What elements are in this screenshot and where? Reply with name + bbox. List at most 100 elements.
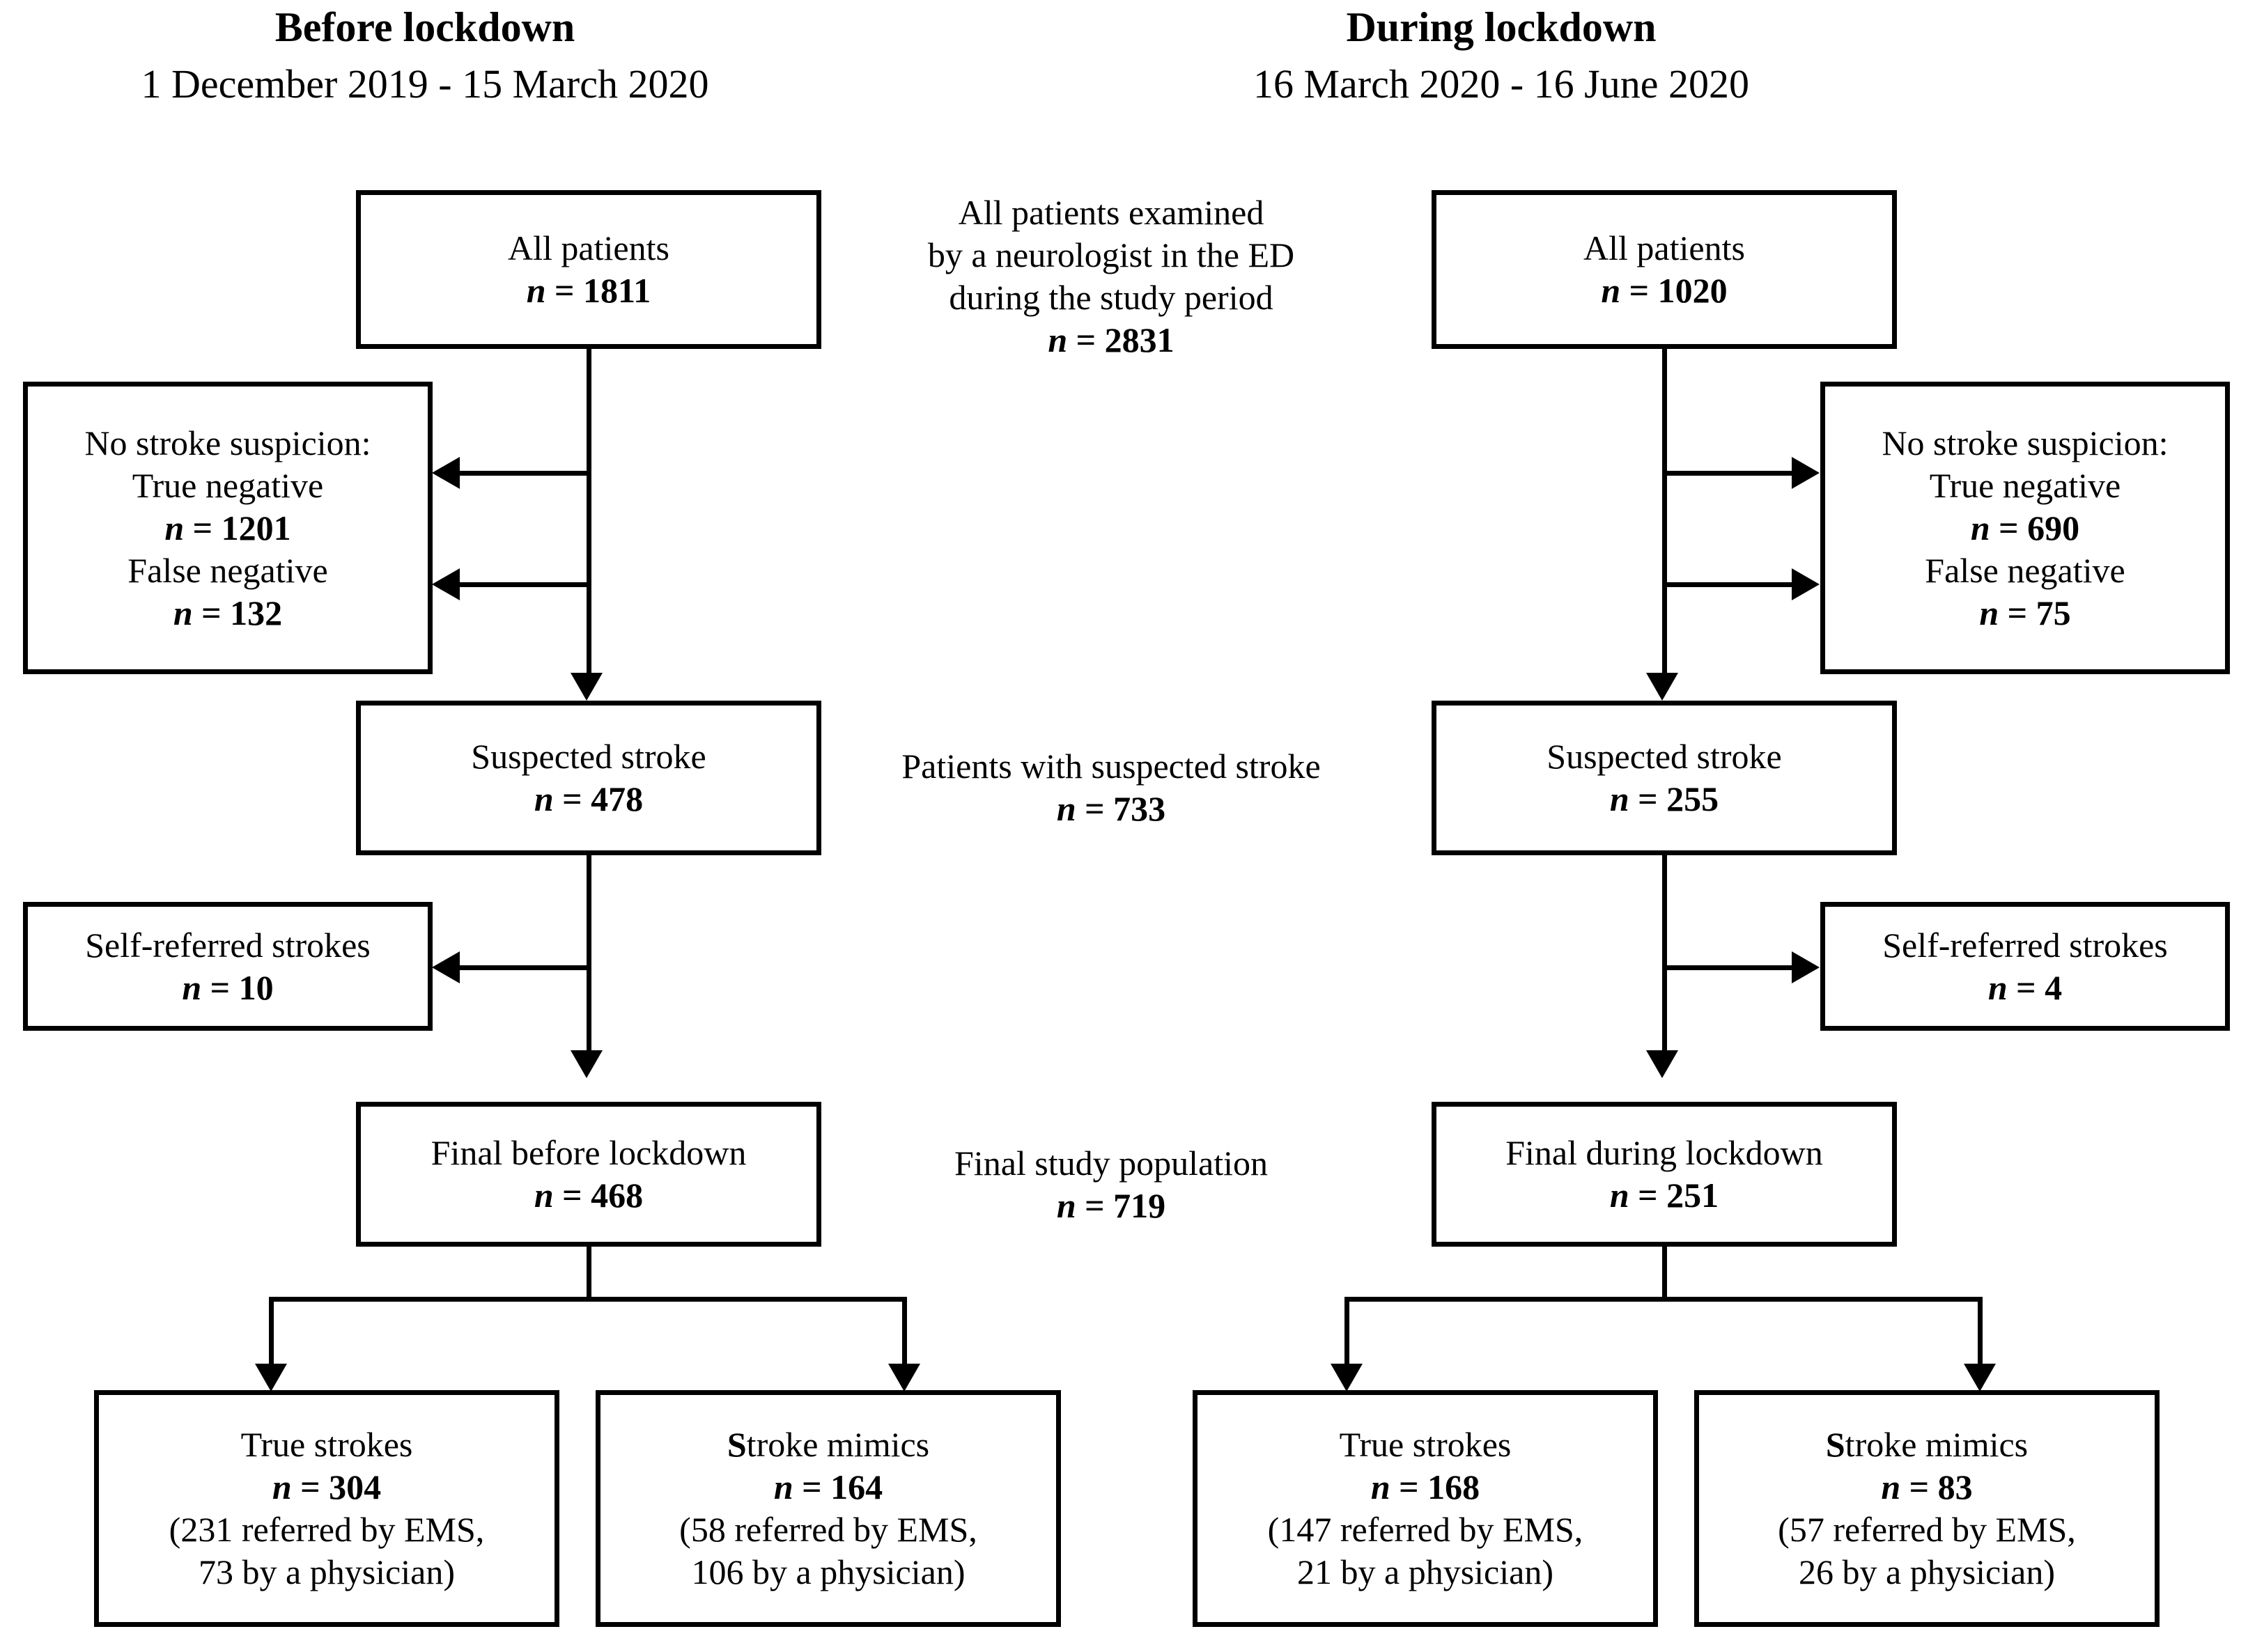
box-before-self-referred-n: n = 10	[182, 967, 274, 1007]
column-header-before-subtitle: 1 December 2019 - 15 March 2020	[141, 61, 709, 107]
box-during-all-patients-label: All patients	[1583, 228, 1745, 267]
box-during-false-negative-n: n = 75	[1979, 593, 2071, 632]
box-before-false-negative-label: False negative	[127, 550, 328, 590]
box-during-stroke-mimics-detail-2: 26 by a physician)	[1799, 1552, 2055, 1591]
connector-before-fork-left-drop	[269, 1297, 274, 1364]
box-before-true-negative-label: True negative	[132, 465, 324, 505]
center-note-suspected: Patients with suspected stroke n = 733	[846, 745, 1376, 830]
box-during-suspected-stroke: Suspected stroke n = 255	[1432, 701, 1897, 855]
connector-before-fork-stem	[587, 1247, 591, 1297]
column-header-during-title: During lockdown	[1346, 4, 1657, 50]
box-during-no-suspicion-heading: No stroke suspicion:	[1882, 423, 2169, 462]
box-during-self-referred: Self-referred strokes n = 4	[1820, 902, 2230, 1031]
box-during-true-strokes: True strokes n = 168 (147 referred by EM…	[1193, 1390, 1658, 1627]
arrow-during-allpatients-to-suspected	[1646, 673, 1678, 701]
column-header-before-title: Before lockdown	[274, 4, 575, 50]
arrow-during-to-true-strokes	[1331, 1364, 1363, 1392]
arrow-during-selfreferred	[1792, 951, 1820, 983]
arrow-during-to-stroke-mimics	[1964, 1364, 1996, 1392]
box-before-stroke-mimics-n: n = 164	[773, 1467, 883, 1506]
connector-during-selfreferred	[1662, 965, 1792, 970]
box-before-stroke-mimics-detail-1: (58 referred by EMS,	[679, 1510, 977, 1549]
box-before-all-patients: All patients n = 1811	[356, 190, 821, 349]
center-note-suspected-line-1: Patients with suspected stroke	[901, 747, 1321, 786]
connector-during-fork-left-drop	[1344, 1297, 1349, 1364]
box-before-final: Final before lockdown n = 468	[356, 1102, 821, 1247]
connector-before-falsenegative	[460, 582, 589, 587]
box-before-stroke-mimics-detail-2: 106 by a physician)	[691, 1552, 966, 1591]
box-during-final-label: Final during lockdown	[1505, 1133, 1823, 1172]
box-during-final-n: n = 251	[1609, 1176, 1719, 1215]
box-before-stroke-mimics-label-rest: troke mimics	[746, 1425, 930, 1464]
box-before-stroke-mimics: Stroke mimics n = 164 (58 referred by EM…	[596, 1390, 1061, 1627]
box-before-self-referred-label: Self-referred strokes	[85, 925, 371, 965]
box-during-all-patients-n: n = 1020	[1601, 271, 1728, 310]
arrow-before-allpatients-to-suspected	[571, 673, 603, 701]
box-before-suspected-label: Suspected stroke	[471, 737, 706, 776]
arrow-during-suspected-to-final	[1646, 1050, 1678, 1078]
box-before-true-strokes-detail-2: 73 by a physician)	[199, 1552, 455, 1591]
arrow-before-falsenegative	[432, 568, 460, 600]
box-before-final-n: n = 468	[534, 1176, 644, 1215]
box-during-no-stroke-suspicion: No stroke suspicion: True negative n = 6…	[1820, 382, 2230, 674]
box-before-all-patients-n: n = 1811	[526, 271, 651, 310]
box-before-no-stroke-suspicion: No stroke suspicion: True negative n = 1…	[23, 382, 433, 674]
connector-during-suspected-stem	[1662, 855, 1667, 1050]
center-note-final-n: n = 719	[1056, 1186, 1166, 1225]
center-note-suspected-n: n = 733	[1056, 789, 1166, 828]
box-before-true-strokes-n: n = 304	[272, 1467, 382, 1506]
box-before-stroke-mimics-label: Stroke mimics	[727, 1424, 929, 1466]
box-during-stroke-mimics: Stroke mimics n = 83 (57 referred by EMS…	[1694, 1390, 2160, 1627]
box-during-true-strokes-label: True strokes	[1339, 1425, 1512, 1464]
box-during-suspected-label: Suspected stroke	[1547, 737, 1782, 776]
arrow-during-falsenegative	[1792, 568, 1820, 600]
center-note-examined-n: n = 2831	[1048, 320, 1175, 359]
center-note-examined: All patients examined by a neurologist i…	[867, 192, 1355, 361]
box-during-stroke-mimics-n: n = 83	[1881, 1467, 1973, 1506]
box-before-false-negative-n: n = 132	[173, 593, 283, 632]
center-note-examined-line-3: during the study period	[949, 278, 1273, 317]
arrow-before-selfreferred	[432, 951, 460, 983]
connector-before-suspected-stem	[587, 855, 591, 1050]
connector-before-selfreferred	[460, 965, 589, 970]
box-before-suspected-stroke: Suspected stroke n = 478	[356, 701, 821, 855]
box-during-true-strokes-detail-1: (147 referred by EMS,	[1267, 1510, 1583, 1549]
box-before-true-negative-n: n = 1201	[164, 508, 291, 547]
connector-before-fork-right-drop	[902, 1297, 907, 1364]
box-before-suspected-n: n = 478	[534, 779, 644, 818]
arrow-during-truenegative	[1792, 457, 1820, 489]
box-during-stroke-mimics-detail-1: (57 referred by EMS,	[1778, 1510, 2076, 1549]
box-before-all-patients-label: All patients	[508, 228, 669, 267]
arrow-before-to-stroke-mimics	[888, 1364, 920, 1392]
connector-during-falsenegative	[1662, 582, 1792, 587]
box-before-true-strokes-label: True strokes	[240, 1425, 413, 1464]
box-before-stroke-mimics-label-initial: S	[727, 1425, 747, 1464]
box-during-suspected-n: n = 255	[1609, 779, 1719, 818]
box-before-true-strokes: True strokes n = 304 (231 referred by EM…	[94, 1390, 559, 1627]
center-note-final: Final study population n = 719	[867, 1142, 1355, 1227]
center-note-final-line-1: Final study population	[954, 1144, 1268, 1183]
box-before-true-strokes-detail-1: (231 referred by EMS,	[169, 1510, 485, 1549]
connector-before-fork-bar	[269, 1297, 907, 1302]
connector-before-allpatients-stem	[587, 349, 591, 673]
connector-during-fork-stem	[1662, 1247, 1667, 1297]
box-during-true-negative-n: n = 690	[1970, 508, 2080, 547]
box-during-self-referred-n: n = 4	[1987, 967, 2063, 1007]
box-during-self-referred-label: Self-referred strokes	[1882, 925, 2168, 965]
box-before-self-referred: Self-referred strokes n = 10	[23, 902, 433, 1031]
connector-during-allpatients-stem	[1662, 349, 1667, 673]
arrow-before-to-true-strokes	[255, 1364, 287, 1392]
box-during-true-strokes-detail-2: 21 by a physician)	[1297, 1552, 1553, 1591]
connector-before-truenegative	[460, 471, 589, 476]
box-during-stroke-mimics-label: Stroke mimics	[1826, 1424, 2028, 1466]
connector-during-truenegative	[1662, 471, 1792, 476]
box-during-stroke-mimics-label-rest: troke mimics	[1845, 1425, 2029, 1464]
connector-during-fork-bar	[1344, 1297, 1983, 1302]
connector-during-fork-right-drop	[1978, 1297, 1983, 1364]
arrow-before-suspected-to-final	[571, 1050, 603, 1078]
box-before-no-suspicion-heading: No stroke suspicion:	[84, 423, 371, 462]
box-during-false-negative-label: False negative	[1925, 550, 2125, 590]
box-during-true-strokes-n: n = 168	[1370, 1467, 1480, 1506]
box-before-final-label: Final before lockdown	[431, 1133, 747, 1172]
